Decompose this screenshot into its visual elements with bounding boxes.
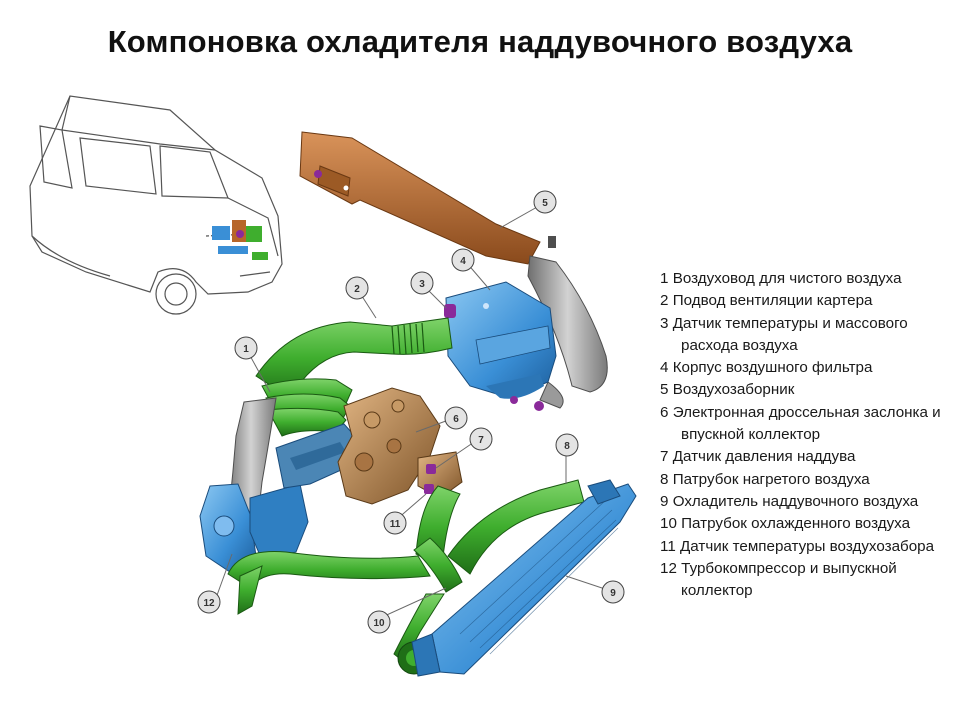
callout-2: 2 — [345, 276, 369, 300]
callout-4: 4 — [451, 248, 475, 272]
callout-12: 12 — [197, 590, 221, 614]
legend-item: 12 Турбокомпрессор и выпускной коллектор — [660, 559, 897, 600]
air-intake-duct — [299, 131, 541, 265]
callout-9: 9 — [601, 580, 625, 604]
callout-1: 1 — [234, 336, 258, 360]
svg-text:12: 12 — [203, 598, 215, 609]
svg-text:6: 6 — [453, 414, 459, 425]
callout-11: 11 — [383, 511, 407, 535]
charge-air-cooler — [411, 479, 637, 677]
engine-bay-miniature — [212, 220, 268, 260]
maf-sensor — [444, 304, 456, 318]
callout-7: 7 — [469, 427, 493, 451]
legend-item: 5 Воздухозаборник — [660, 381, 795, 399]
intake-manifold — [337, 387, 463, 505]
svg-text:5: 5 — [542, 198, 548, 209]
callout-8: 8 — [555, 433, 579, 457]
crankcase-ventilation-duct — [255, 317, 453, 399]
svg-text:10: 10 — [373, 618, 385, 629]
svg-text:4: 4 — [460, 256, 466, 267]
legend-item: 11 Датчик температуры воздухозабора — [660, 537, 935, 555]
legend-item: 6 Электронная дроссельная заслонка и впу… — [660, 403, 941, 444]
svg-text:11: 11 — [390, 519, 401, 530]
callout-markers: 1 2 3 4 5 6 7 8 9 10 11 12 — [197, 190, 625, 634]
svg-text:1: 1 — [243, 344, 249, 355]
svg-text:8: 8 — [564, 441, 570, 452]
boost-pressure-sensor — [426, 464, 436, 474]
callout-3: 3 — [410, 271, 434, 295]
legend-item: 4 Корпус воздушного фильтра — [660, 359, 873, 377]
legend-item: 1 Воздуховод для чистого воздуха — [660, 270, 902, 287]
svg-text:3: 3 — [419, 279, 425, 290]
component-legend: 1 Воздуховод для чистого воздуха 2 Подво… — [660, 268, 956, 602]
legend-item: 2 Подвод вентиляции картера — [660, 292, 873, 310]
intake-bellows — [527, 236, 608, 409]
svg-text:2: 2 — [354, 284, 360, 295]
callout-6: 6 — [444, 406, 468, 430]
svg-text:7: 7 — [478, 435, 484, 446]
legend-item: 8 Патрубок нагретого воздуха — [660, 470, 870, 488]
callout-5: 5 — [533, 190, 557, 214]
intake-air-temp-sensor — [424, 484, 434, 494]
legend-item: 7 Датчик давления наддува — [660, 448, 856, 466]
svg-text:9: 9 — [610, 588, 616, 599]
vehicle-outline — [29, 95, 283, 315]
legend-item: 9 Охладитель наддувочного воздуха — [660, 492, 919, 510]
clean-air-duct — [261, 378, 353, 437]
legend-item: 3 Датчик температуры и массового расхода… — [660, 314, 908, 354]
charge-air-cooler-diagram: 1 2 3 4 5 6 7 8 9 10 11 12 — [29, 95, 637, 677]
air-filter-housing — [445, 281, 557, 411]
legend-item: 10 Патрубок охлажденного воздуха — [660, 515, 911, 533]
slide-title: Компоновка охладителя наддувочного возду… — [107, 24, 853, 59]
turbocharger-assembly — [199, 423, 363, 573]
callout-10: 10 — [367, 610, 391, 634]
